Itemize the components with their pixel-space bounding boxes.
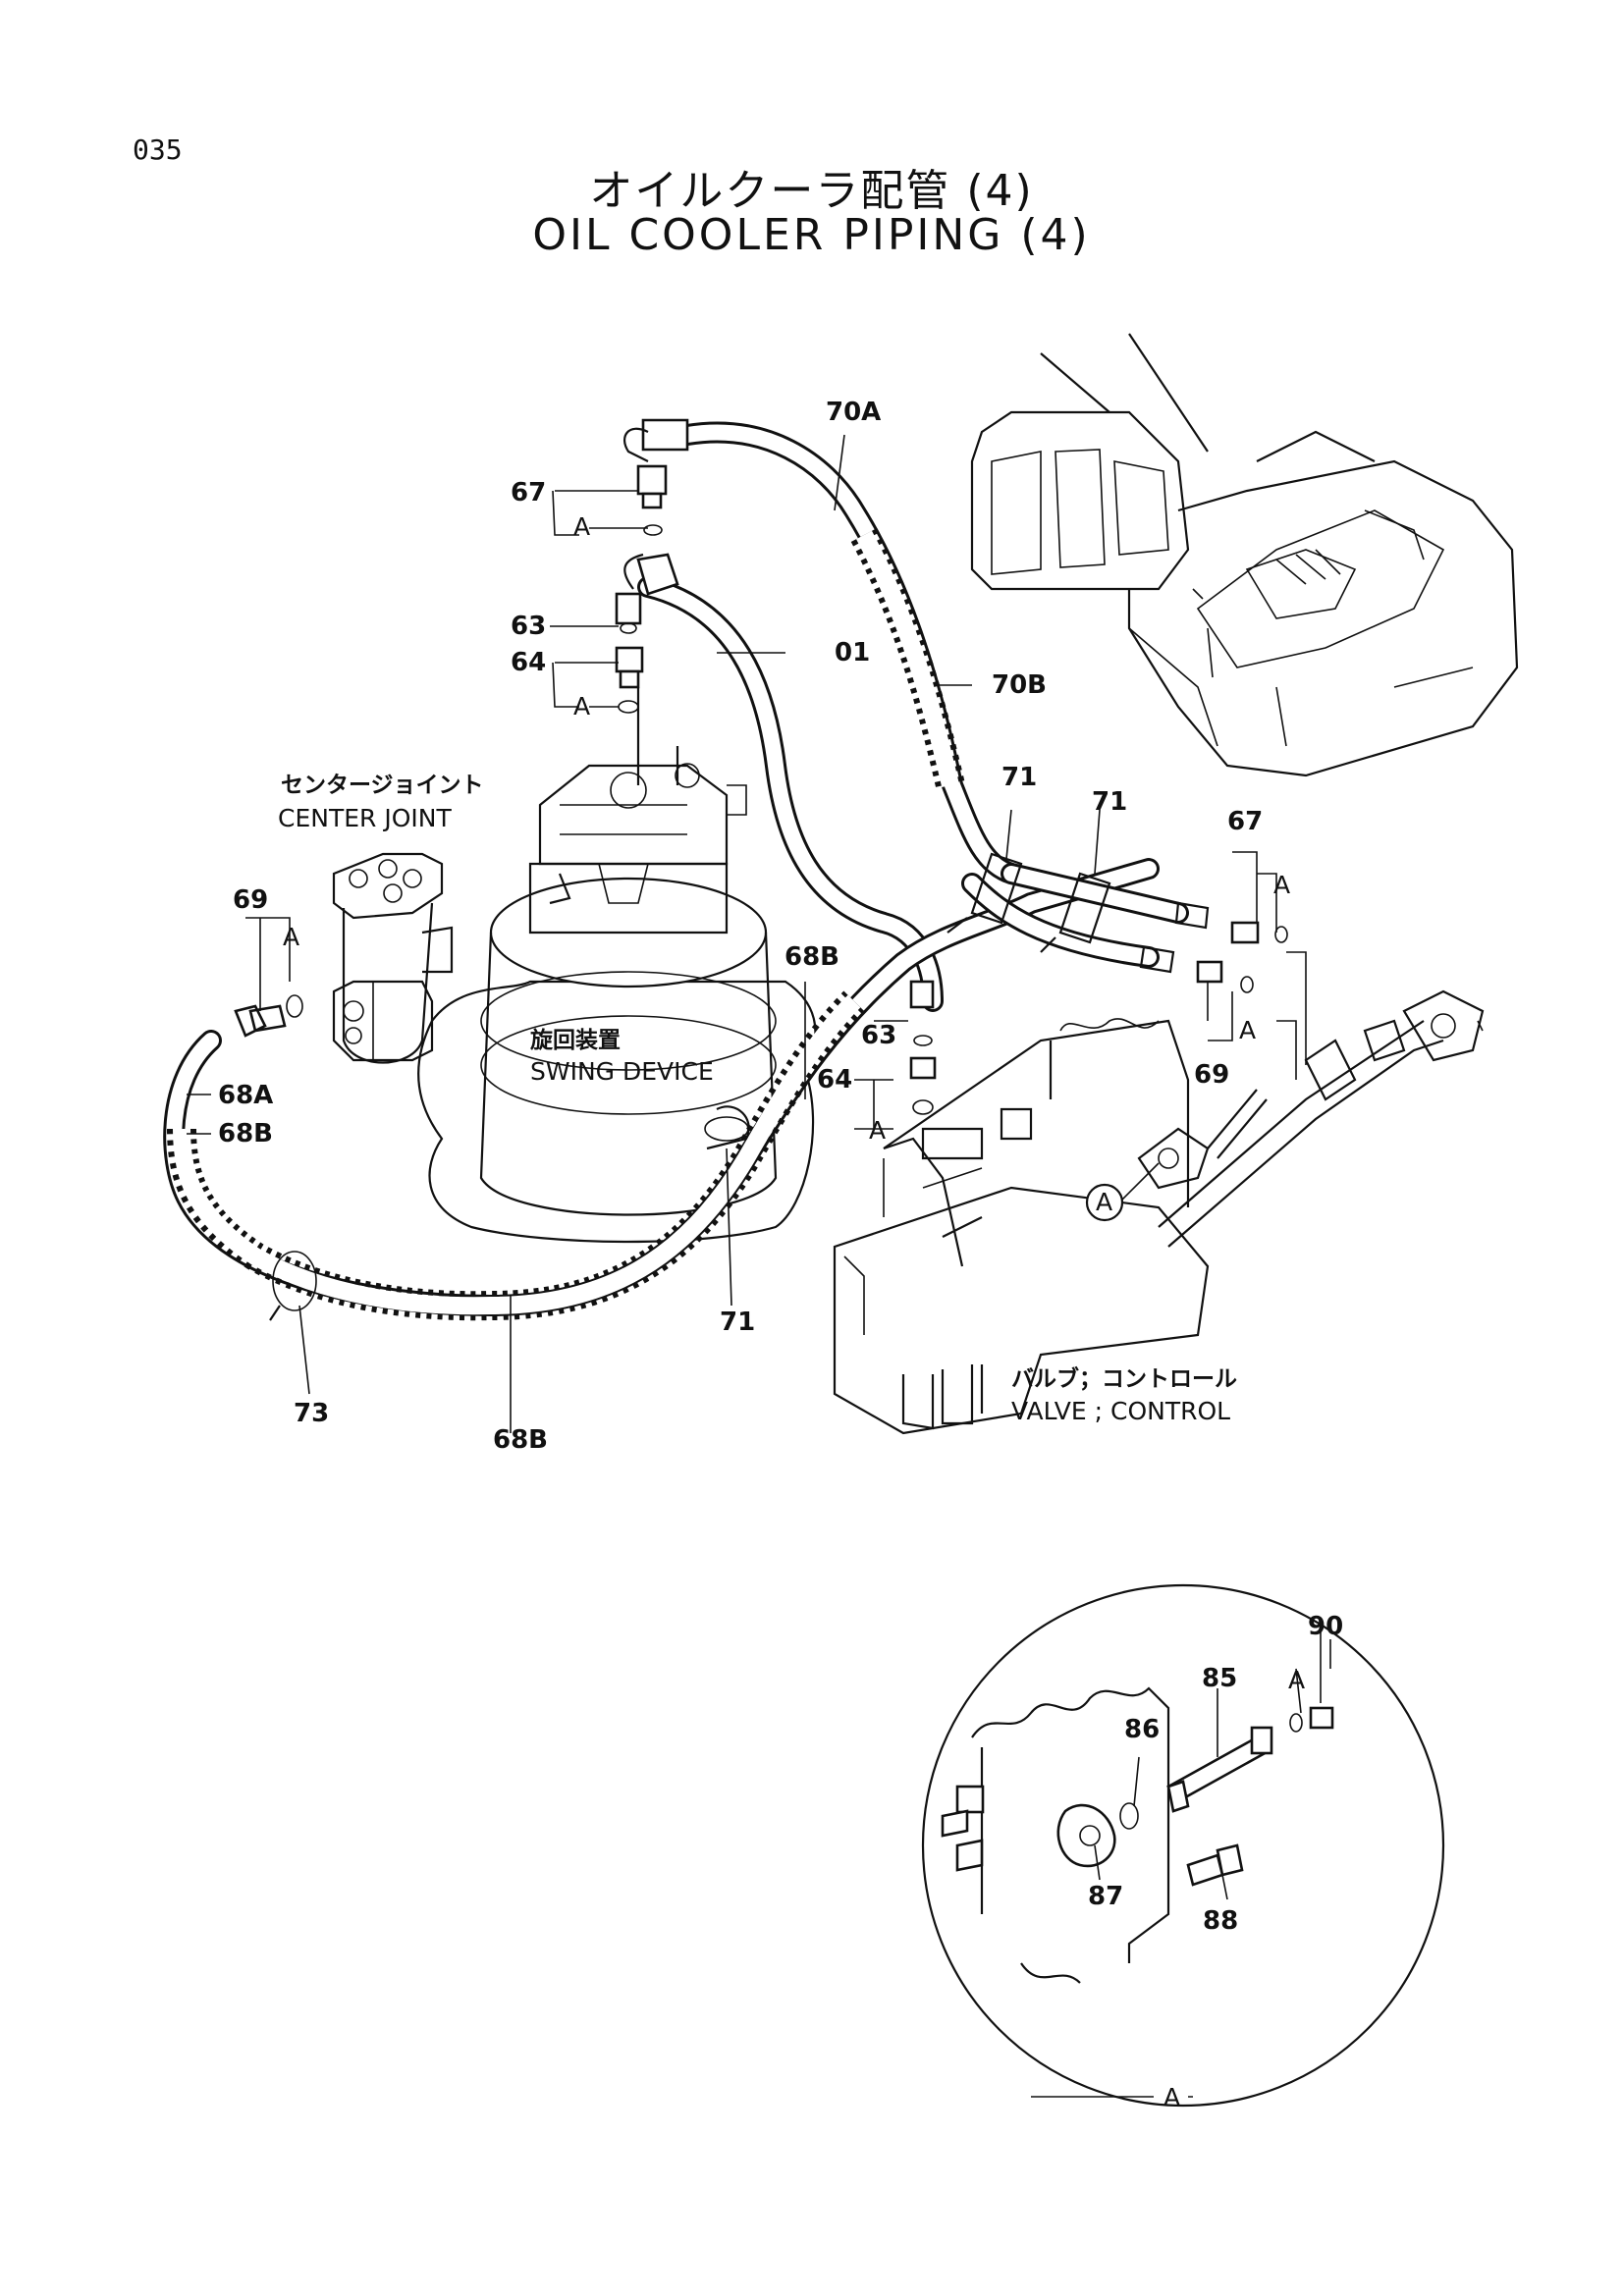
label-73: 73 [294,1399,329,1428]
label-a-detail-bottom: A [1163,2083,1180,2111]
center-joint-label-jp: センタージョイント [281,773,484,798]
swing-device-label-jp: 旋回装置 [530,1027,621,1053]
label-64-top: 64 [511,648,546,677]
label-68a: 68A [218,1081,273,1110]
center-joint-label-en: CENTER JOINT [278,804,452,832]
label-71-b: 71 [1092,787,1127,817]
component-captions: センタージョイント CENTER JOINT 旋回装置 SWING DEVICE… [278,773,1237,1425]
swing-device-drawing [417,763,817,1244]
label-68b-bottom: 68B [493,1425,548,1455]
page-number: 035 [133,133,183,166]
label-a-circle: A [1096,1188,1112,1216]
label-71-a: 71 [1001,763,1037,792]
label-63-top: 63 [511,612,546,641]
control-valve-label-jp: バルブ；コントロール [1011,1365,1237,1392]
label-70b: 70B [992,670,1047,700]
label-87: 87 [1088,1882,1123,1911]
label-68b-left: 68B [218,1119,273,1148]
swing-device-label-en: SWING DEVICE [530,1057,714,1086]
label-69-left: 69 [233,885,268,915]
label-67-top: 67 [511,478,546,507]
hose-70 [676,421,1022,884]
right-oil-line-drawing [1158,989,1485,1248]
label-a-64m: A [869,1116,886,1145]
page-title-japanese: オイルクーラ配管 (4) [589,166,1034,216]
detail-a-view [921,1583,1445,2108]
page-title-english: OIL COOLER PIPING (4) [532,210,1091,260]
excavator-locator-drawing [970,333,1519,777]
label-64-mid: 64 [817,1065,852,1095]
label-a-top: A [573,512,590,541]
label-a-67r: A [1273,871,1290,899]
label-70a: 70A [826,398,881,427]
label-a-detail-90: A [1288,1666,1305,1694]
control-valve-drawing [833,1018,1268,1435]
label-85: 85 [1202,1664,1237,1693]
label-86: 86 [1124,1715,1160,1744]
fittings [234,418,1288,1115]
part-labels: 70A 67 A 63 64 A 01 70B 71 71 67 A 69 A … [218,398,1343,2111]
label-90: 90 [1308,1612,1343,1641]
hose-68 [163,858,1160,1321]
label-69-right: 69 [1194,1060,1229,1090]
leader-lines [187,434,1307,1433]
label-a-69: A [283,923,299,951]
label-71-bottom: 71 [720,1308,755,1337]
label-a-64: A [573,692,590,721]
label-88: 88 [1203,1906,1238,1936]
label-a-69r: A [1239,1016,1256,1044]
label-68b-top: 68B [784,942,839,972]
center-joint-drawing [332,852,454,1064]
control-valve-label-en: VALVE ; CONTROL [1011,1397,1230,1425]
label-67-right: 67 [1227,807,1263,836]
clamps [269,852,1111,1321]
label-01: 01 [835,638,870,667]
label-63-mid: 63 [861,1021,896,1050]
section-a-marker [1085,1183,1124,1222]
hose-pair-right [961,863,1210,974]
